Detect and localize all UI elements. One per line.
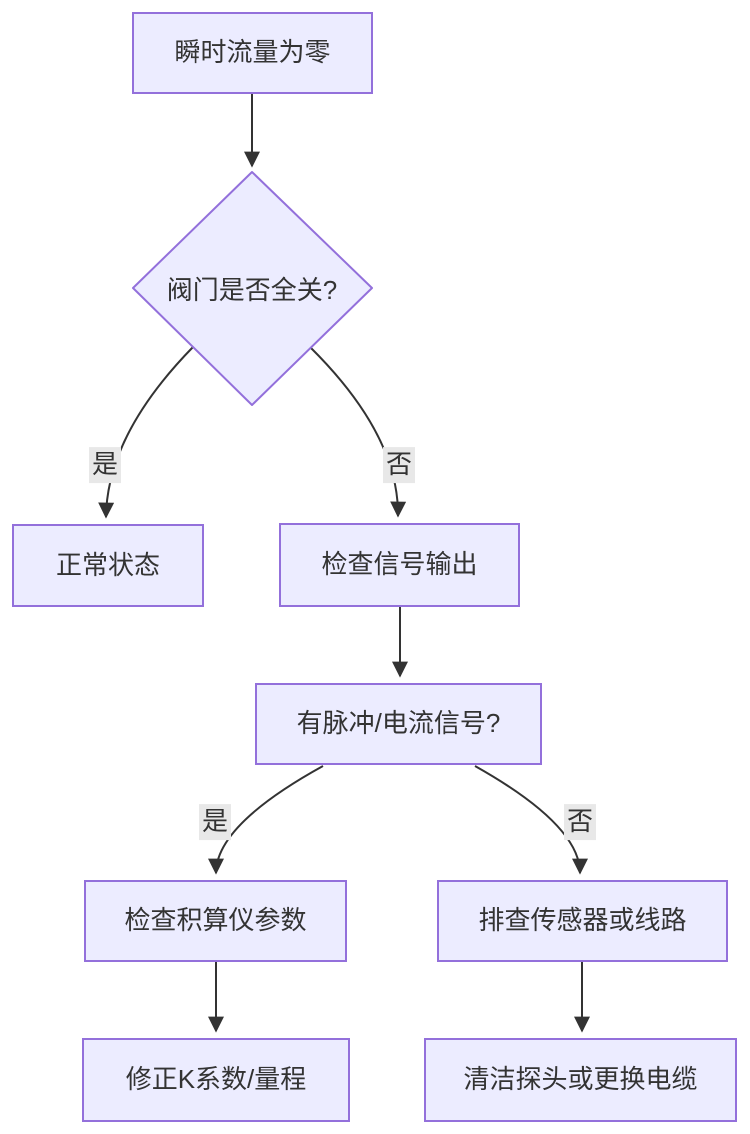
node-label: 排查传感器或线路 — [478, 905, 687, 936]
node-pulse-current-signal: 有脉冲/电流信号? — [255, 683, 542, 765]
edge-label-valve-yes: 是 — [88, 447, 122, 483]
node-check-signal-output: 检查信号输出 — [279, 523, 520, 607]
edge-signal-no-to-check-sensor — [474, 765, 588, 875]
node-check-totalizer-params: 检查积算仪参数 — [84, 880, 347, 962]
valve-check-diamond-shape — [132, 171, 373, 406]
edge-label-valve-no: 否 — [382, 447, 416, 483]
node-label: 检查信号输出 — [321, 549, 478, 580]
node-instant-flow-zero: 瞬时流量为零 — [132, 12, 373, 94]
node-label: 阀门是否全关? — [166, 274, 338, 305]
edge-signal-yes-to-check-totalizer — [208, 765, 324, 875]
edge-label-signal-yes: 是 — [198, 804, 232, 840]
edge-label-signal-no: 否 — [563, 804, 597, 840]
node-label: 正常状态 — [55, 549, 160, 580]
node-normal-state: 正常状态 — [12, 524, 204, 607]
node-valve-fully-closed: 阀门是否全关? — [152, 258, 352, 318]
node-clean-probe-replace-cable: 清洁探头或更换电缆 — [424, 1038, 737, 1122]
node-label: 有脉冲/电流信号? — [296, 708, 501, 739]
node-check-sensor-wiring: 排查传感器或线路 — [437, 880, 728, 962]
node-label: 瞬时流量为零 — [174, 37, 331, 68]
node-label: 修正K系数/量程 — [125, 1064, 307, 1095]
node-label: 清洁探头或更换电缆 — [463, 1064, 698, 1095]
edge-valve-yes-to-normal — [98, 346, 194, 519]
node-fix-k-factor-range: 修正K系数/量程 — [82, 1038, 350, 1122]
node-label: 检查积算仪参数 — [124, 905, 307, 936]
edge-valve-no-to-check-signal — [309, 346, 407, 518]
